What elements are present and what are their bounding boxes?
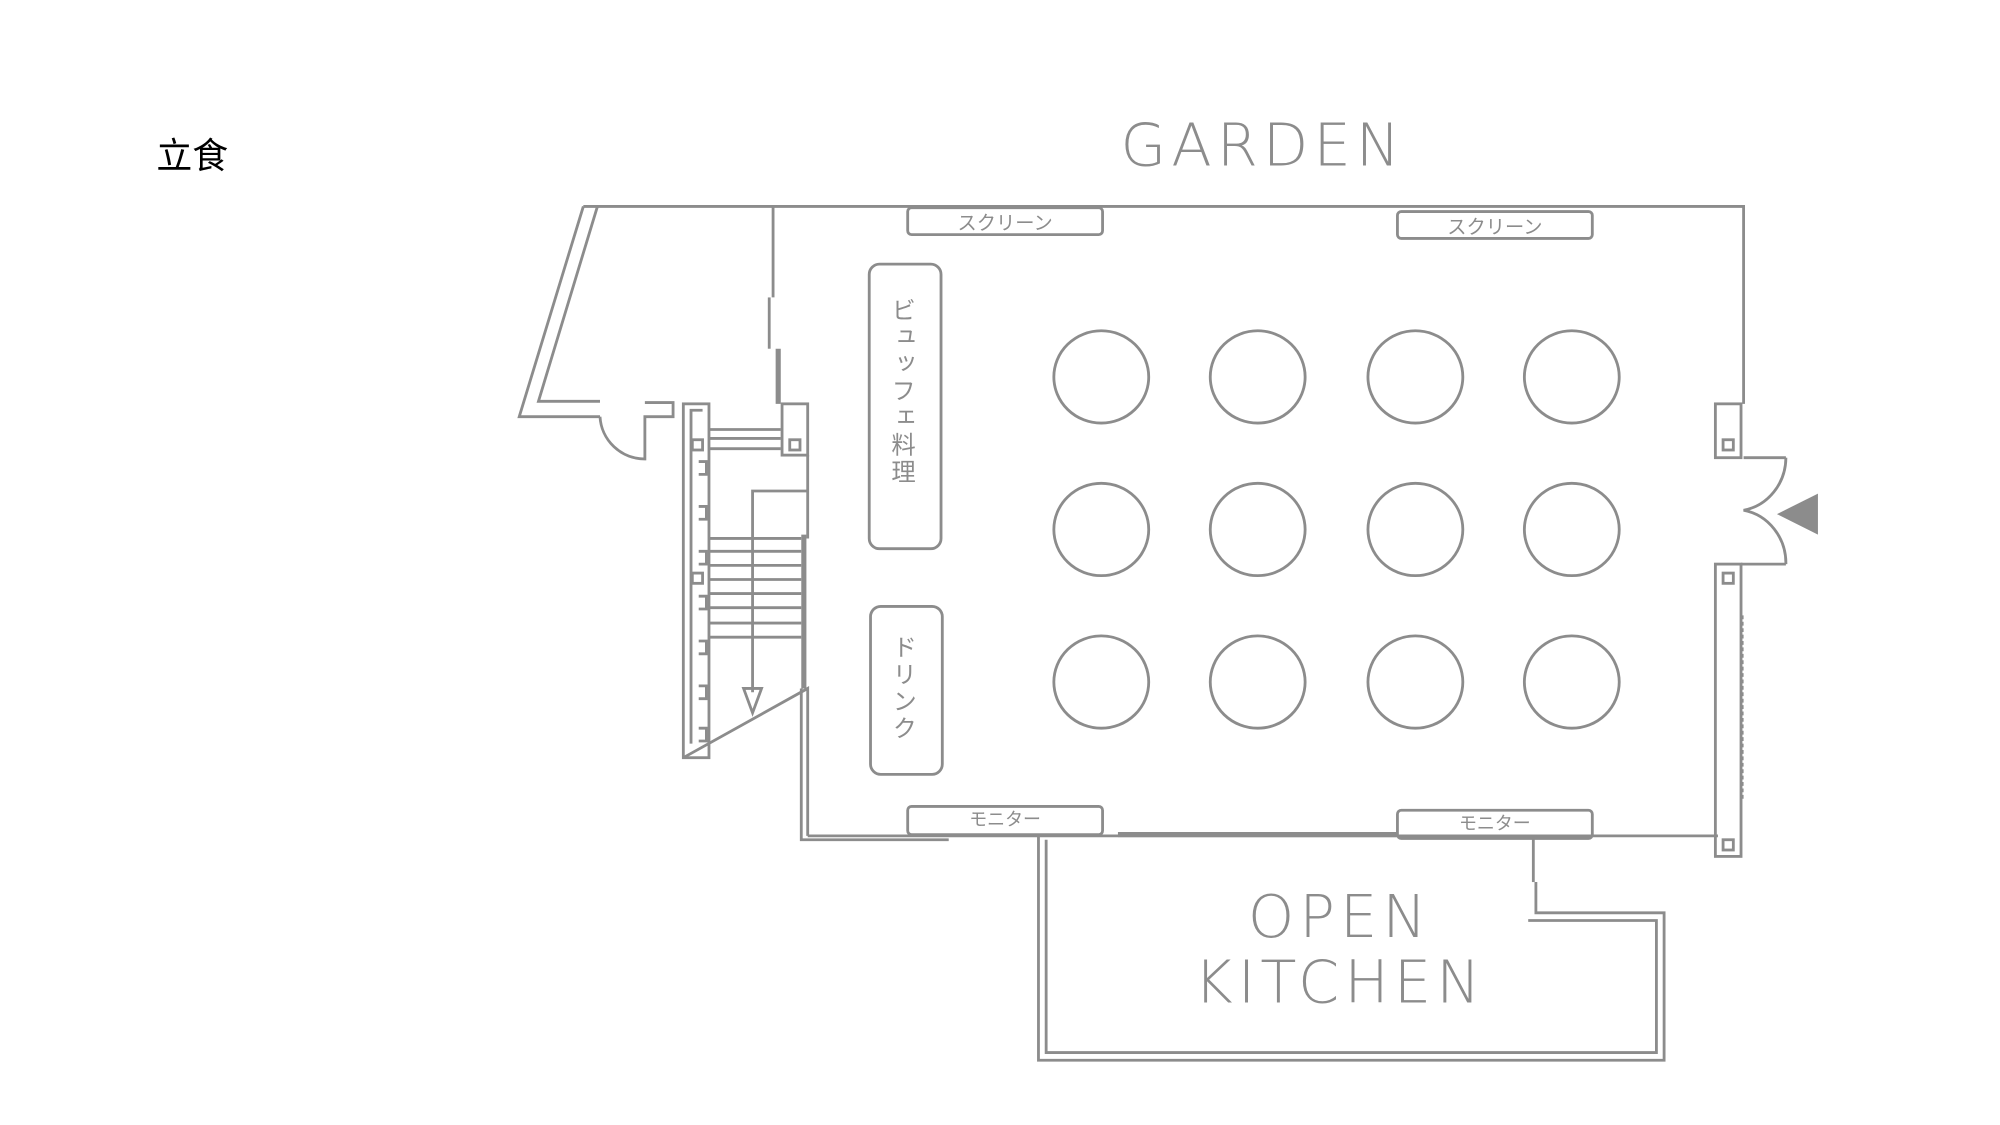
monitor-left-label: モニター bbox=[969, 810, 1041, 831]
monitor-right-label: モニター bbox=[1459, 813, 1531, 834]
round-table bbox=[1052, 329, 1151, 425]
drink-label: ドリンク bbox=[889, 635, 918, 743]
drink-station: ドリンク bbox=[869, 605, 944, 776]
buffet-label: ビュッフェ料理 bbox=[888, 297, 917, 485]
round-table bbox=[1208, 329, 1307, 425]
garden-label: GARDEN bbox=[1121, 110, 1406, 179]
buffet-station: ビュッフェ料理 bbox=[867, 262, 943, 551]
round-table bbox=[1366, 329, 1465, 425]
round-table bbox=[1366, 634, 1465, 730]
round-table bbox=[1208, 481, 1307, 578]
round-table bbox=[1208, 634, 1307, 730]
open-kitchen-label-line2: KITCHEN bbox=[1194, 948, 1485, 1017]
round-table bbox=[1366, 481, 1465, 578]
entrance-arrow-icon bbox=[1776, 493, 1818, 535]
round-table bbox=[1522, 329, 1621, 425]
layout-title: 立食 bbox=[156, 136, 228, 177]
round-table bbox=[1052, 481, 1151, 578]
hall-walls bbox=[517, 205, 1788, 858]
screen-left: スクリーン bbox=[906, 206, 1104, 237]
round-table bbox=[1052, 634, 1151, 730]
monitor-left: モニター bbox=[906, 805, 1104, 837]
round-table bbox=[1522, 634, 1621, 730]
monitor-right: モニター bbox=[1396, 808, 1594, 840]
open-kitchen-label-line1: OPEN bbox=[1248, 882, 1432, 951]
screen-left-label: スクリーン bbox=[958, 211, 1053, 234]
round-table bbox=[1522, 481, 1621, 578]
round-tables bbox=[1052, 329, 1621, 730]
open-kitchen: OPEN KITCHEN bbox=[1037, 835, 1666, 1062]
screen-right-label: スクリーン bbox=[1447, 215, 1542, 238]
screen-right: スクリーン bbox=[1396, 210, 1594, 240]
